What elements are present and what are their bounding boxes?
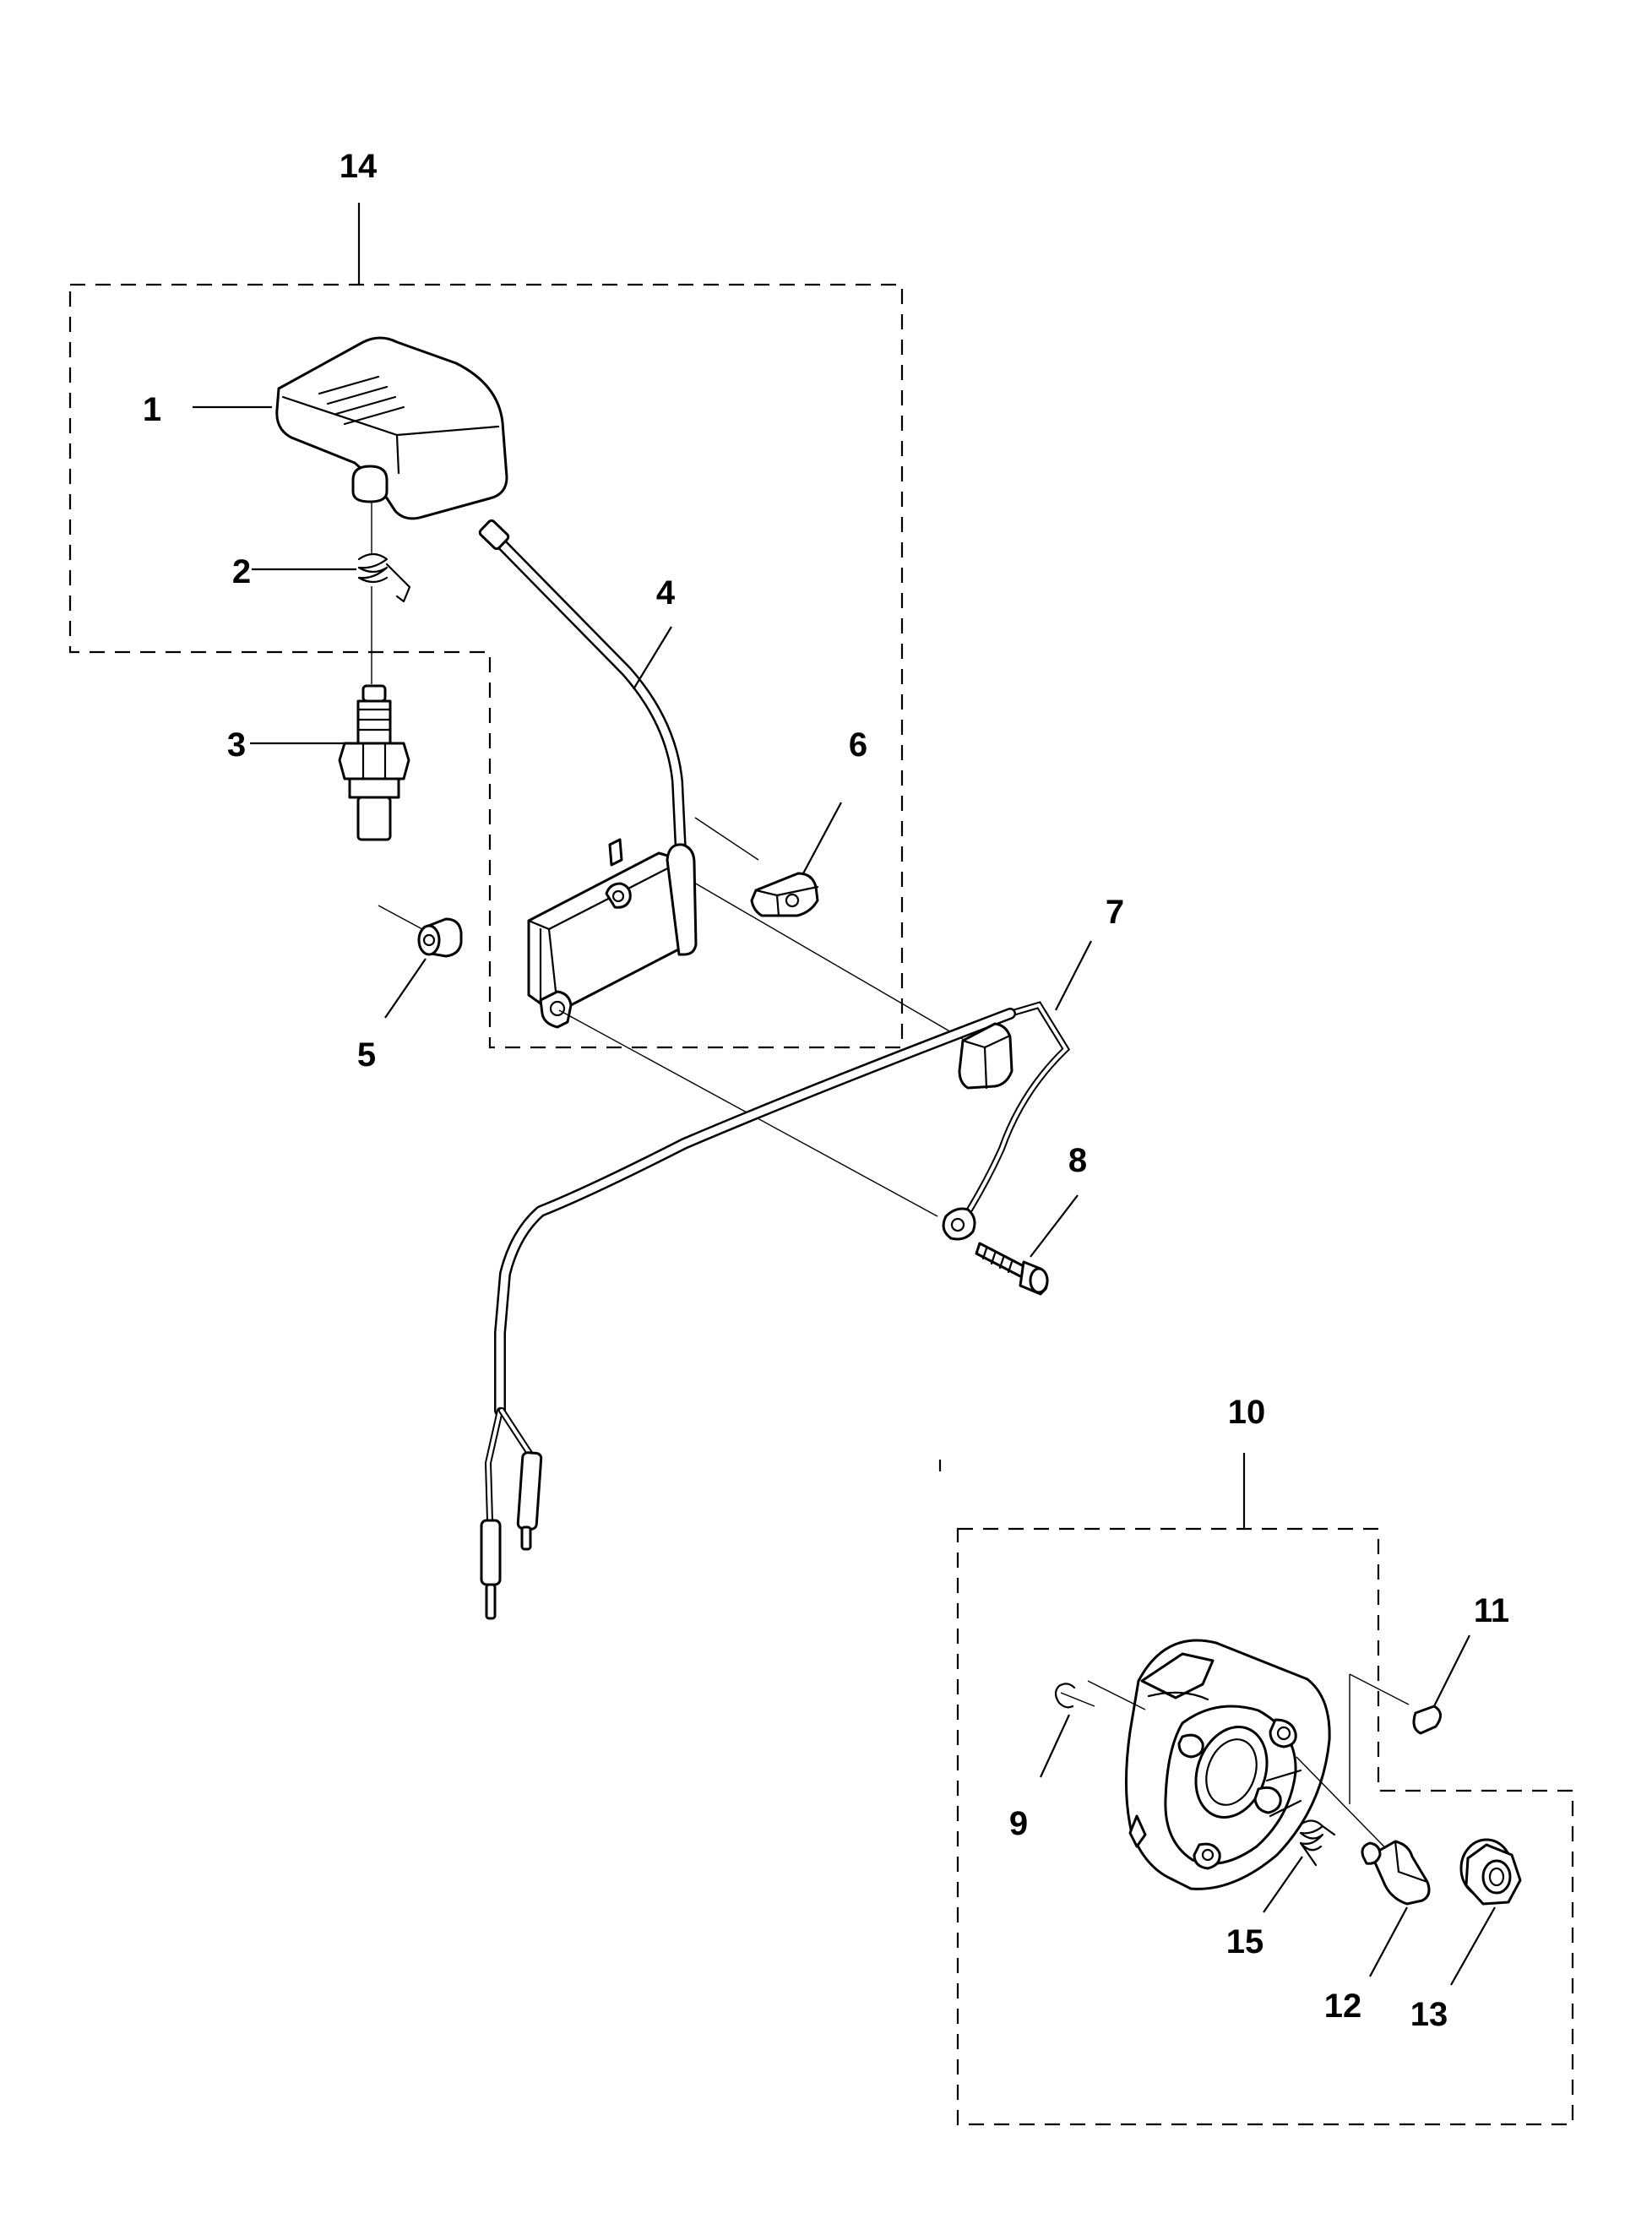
part-key — [1412, 1705, 1442, 1735]
callout-6: 6 — [849, 726, 867, 764]
leader-7 — [1055, 940, 1092, 1011]
assembly-box-10 — [938, 1453, 1574, 2126]
part-cable-harness — [480, 1001, 1071, 1620]
callout-5: 5 — [357, 1036, 376, 1074]
part-flywheel — [1124, 1639, 1331, 1890]
leader-8 — [1030, 1194, 1079, 1258]
part-spacer — [417, 917, 463, 958]
leader-5 — [384, 958, 427, 1019]
leader-4 — [633, 626, 672, 690]
part-spark-plug-cap — [275, 336, 508, 520]
callout-10: 10 — [1228, 1394, 1266, 1431]
leader-12 — [1369, 1906, 1408, 1977]
callout-12: 12 — [1324, 1988, 1362, 2025]
part-pawl — [1361, 1840, 1431, 1906]
part-spark-plug — [338, 684, 410, 841]
callout-3: 3 — [227, 726, 246, 764]
part-grommet — [750, 872, 819, 917]
callout-8: 8 — [1068, 1142, 1087, 1179]
callout-1: 1 — [143, 391, 161, 428]
leader-6 — [802, 802, 842, 876]
leader-13 — [1450, 1906, 1496, 1986]
callout-14: 14 — [340, 148, 378, 185]
callout-15: 15 — [1226, 1923, 1264, 1960]
part-ignition-lead — [478, 519, 687, 857]
leader-11 — [1433, 1634, 1470, 1707]
callout-9: 9 — [1009, 1805, 1028, 1842]
part-spring — [357, 552, 411, 603]
leader-9 — [1040, 1714, 1070, 1778]
callout-11: 11 — [1474, 1592, 1509, 1629]
callout-4: 4 — [656, 574, 676, 612]
callout-2: 2 — [232, 553, 251, 590]
callout-13: 13 — [1410, 1996, 1448, 2033]
callout-7: 7 — [1106, 894, 1124, 931]
part-ignition-module — [527, 838, 698, 1029]
leader-15 — [1263, 1856, 1303, 1913]
part-circlip — [1054, 1683, 1076, 1709]
assembly-box-14 — [68, 203, 904, 1049]
part-screw — [975, 1242, 1049, 1296]
part-nut — [1459, 1838, 1522, 1906]
part-pawl-spring — [1299, 1819, 1336, 1867]
